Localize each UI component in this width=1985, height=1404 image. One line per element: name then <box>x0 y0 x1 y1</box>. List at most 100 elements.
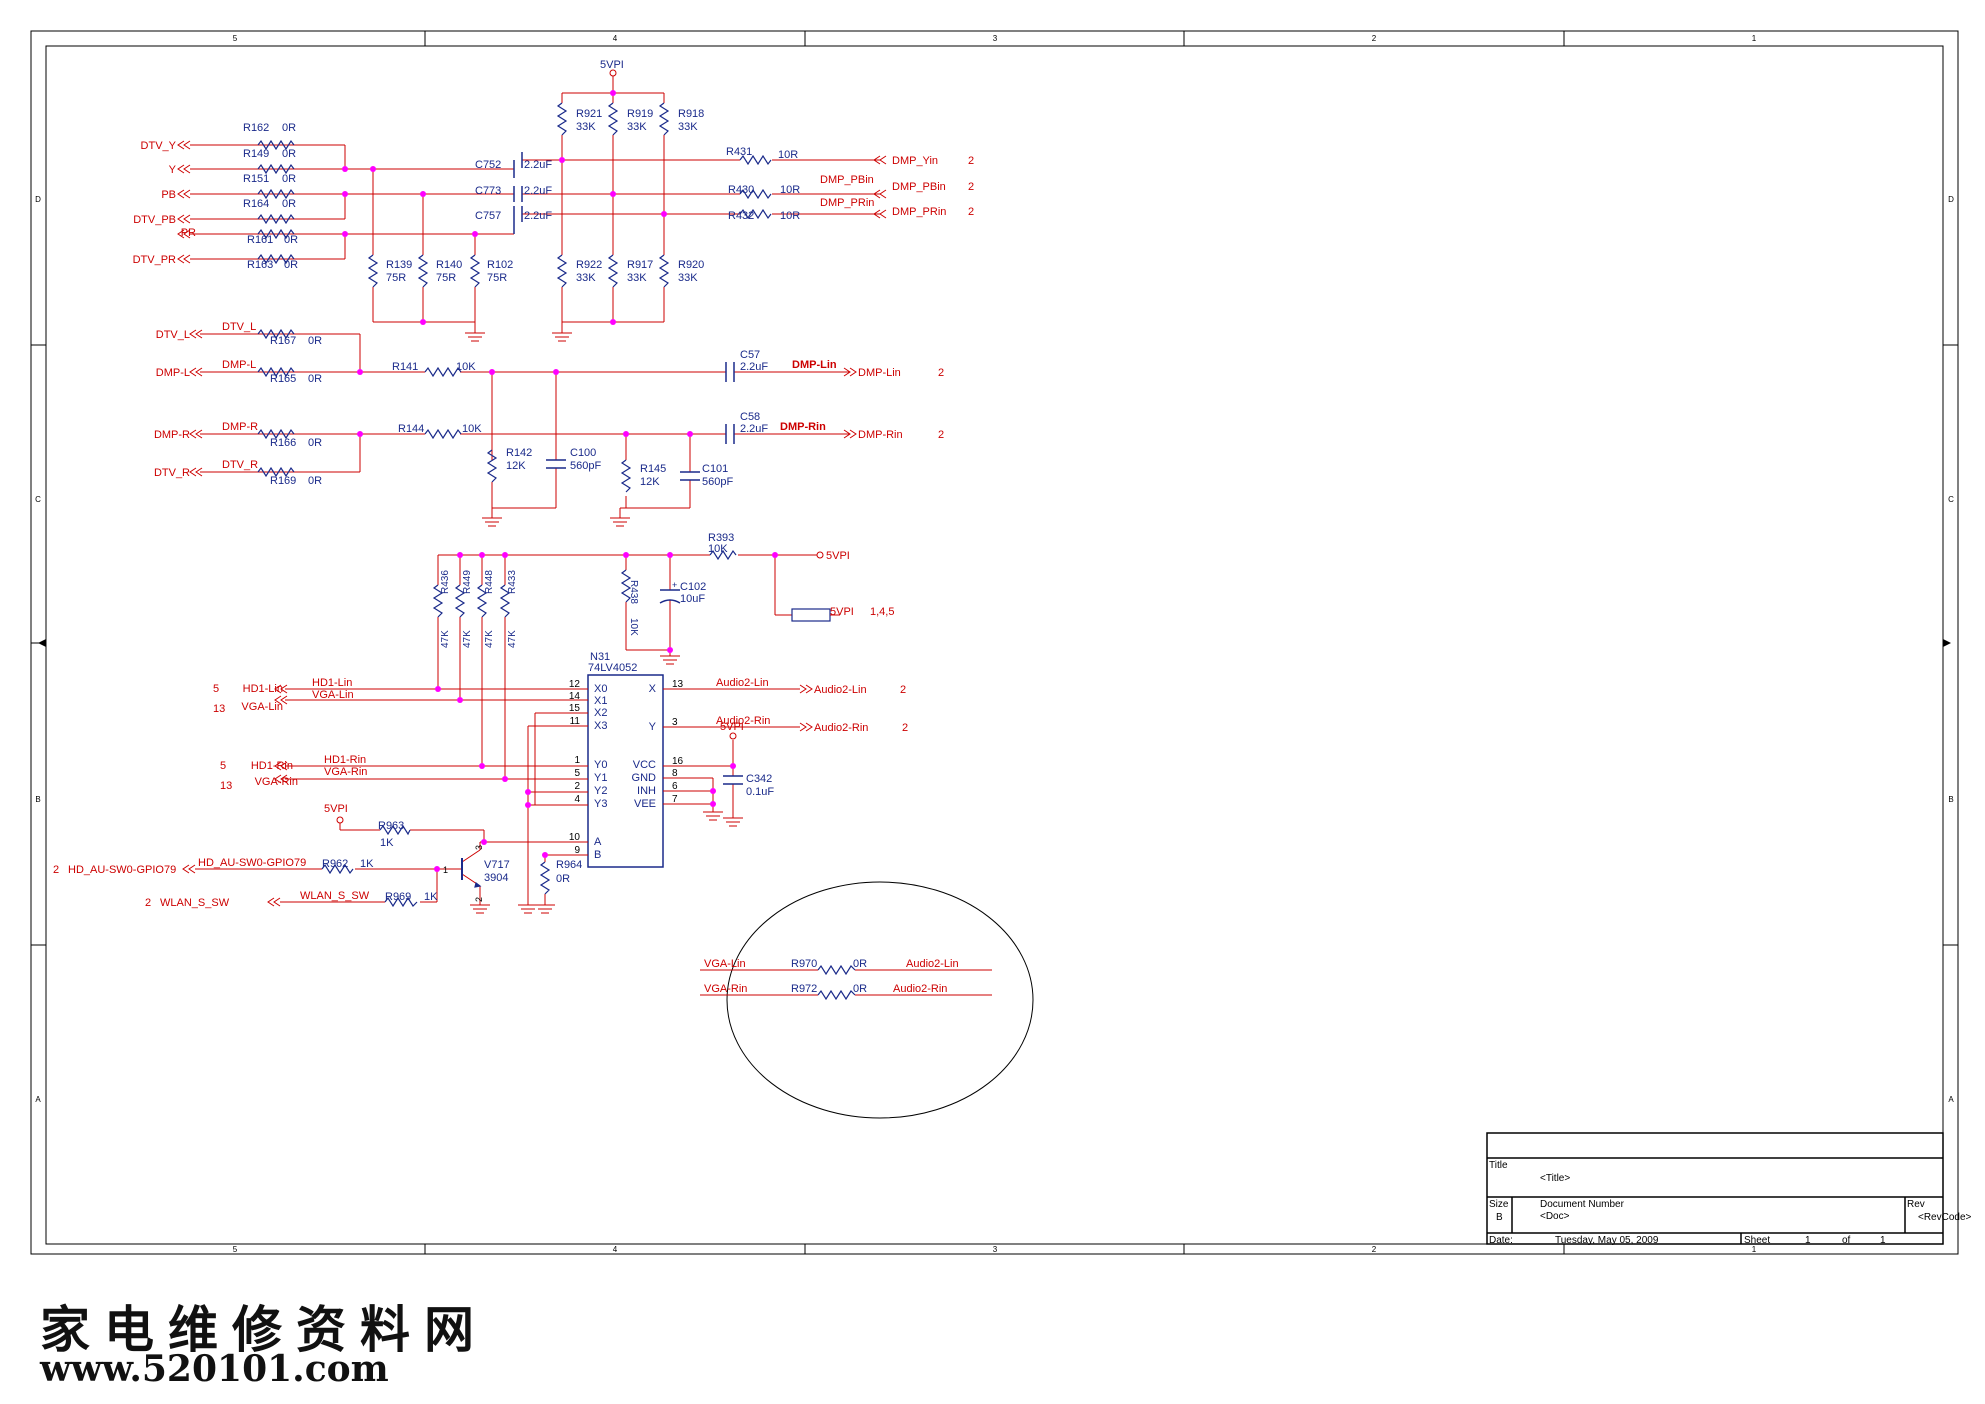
ref-designator: R962 <box>322 858 348 870</box>
of-value: 1 <box>1880 1235 1886 1246</box>
ground-icon <box>482 517 502 527</box>
ref-designator: R430 <box>728 184 754 196</box>
ref-designator: R431 <box>726 146 752 158</box>
net-label: HD_AU-SW0-GPIO79 <box>198 857 306 869</box>
pin-name: VEE <box>634 798 656 810</box>
part-value: 2.2uF <box>524 210 552 222</box>
port-arrow-icon <box>182 864 196 874</box>
resistor-symbol <box>486 449 498 483</box>
resistor-symbol <box>321 863 354 875</box>
port-label: HD_AU-SW0-GPIO79 <box>68 864 176 876</box>
port-label: HD1-Rin <box>251 760 293 772</box>
pin-number: 14 <box>569 691 581 702</box>
power-label: 5VPI <box>720 721 744 733</box>
sheet-frame <box>30 30 1959 1255</box>
resistor-symbol <box>499 584 511 618</box>
title-block: Title <Title> Size B Document Number <Do… <box>1486 1132 1972 1246</box>
junction-dot <box>457 697 463 703</box>
part-value: 0R <box>853 958 867 970</box>
row-label-left: C <box>35 495 41 504</box>
pin-name: X3 <box>594 720 607 732</box>
capacitor-plate <box>659 599 681 604</box>
col-label-bottom: 5 <box>233 1245 238 1254</box>
port-label: DMP-L <box>156 367 190 379</box>
junction-dot <box>479 763 485 769</box>
part-value: 0R <box>853 983 867 995</box>
resistor-symbol <box>620 569 632 603</box>
pin-name: X <box>649 683 657 695</box>
port-arrow-icon <box>177 189 191 199</box>
sheet-ref: 2 <box>968 181 974 193</box>
ref-designator: R140 <box>436 259 462 271</box>
ground-icon <box>610 517 630 527</box>
resistor-symbol <box>817 989 856 1001</box>
ref-designator: R142 <box>506 447 532 459</box>
part-value: 0R <box>308 335 322 347</box>
resistor-symbol <box>424 366 462 378</box>
ref-designator: V717 <box>484 859 510 871</box>
mux-ic-body <box>587 674 664 868</box>
col-label-top: 1 <box>1752 34 1757 43</box>
pin-number: 11 <box>570 716 581 727</box>
part-value: 0R <box>282 148 296 160</box>
resistor-symbol <box>417 254 429 288</box>
part-value: 33K <box>678 272 698 284</box>
resistor-symbol <box>791 608 831 622</box>
ref-designator: C57 <box>740 349 760 361</box>
port-label: DMP_Yin <box>892 155 938 167</box>
resistor-symbol <box>469 254 481 288</box>
resistor-symbol <box>454 584 466 618</box>
ref-designator: R102 <box>487 259 513 271</box>
of-label: of <box>1842 1235 1851 1246</box>
size-label: Size <box>1489 1199 1509 1210</box>
sheet-ref: 2 <box>968 206 974 218</box>
pin-number: 3 <box>474 845 484 850</box>
row-label-right: D <box>1948 195 1954 204</box>
part-value: 0.1uF <box>746 786 774 798</box>
port-label: PR <box>181 227 196 239</box>
resistor-symbol <box>384 896 418 908</box>
port-arrow-icon <box>799 684 813 694</box>
col-label-bottom: 2 <box>1372 1245 1377 1254</box>
junction-dot <box>502 776 508 782</box>
pin-name: X1 <box>594 695 607 707</box>
power-port-icon <box>729 732 737 740</box>
pin-name: GND <box>632 772 657 784</box>
resistor-symbol <box>432 584 444 618</box>
part-value: 33K <box>576 121 596 133</box>
net-label: DTV_L <box>222 321 256 333</box>
pin-number: 8 <box>672 768 678 779</box>
port-arrow-icon <box>189 367 203 377</box>
junction-dot <box>542 852 548 858</box>
part-value: 75R <box>436 272 456 284</box>
resistor-symbol <box>620 459 632 493</box>
resistor-symbol <box>556 102 568 136</box>
part-value: 1K <box>380 837 394 849</box>
net-label: WLAN_S_SW <box>300 890 370 902</box>
part-value: 1K <box>424 891 438 903</box>
part-value: 560pF <box>702 476 733 488</box>
ref-designator: R393 <box>708 532 734 544</box>
junction-dot <box>610 90 616 96</box>
date-label: Date: <box>1489 1235 1513 1246</box>
port-arrow-icon <box>177 140 191 150</box>
part-value: 1K <box>360 858 374 870</box>
port-label: PB <box>161 189 176 201</box>
pin-number: 15 <box>569 703 581 714</box>
row-label-right: A <box>1948 1095 1954 1104</box>
bias-section: R436 47K R449 47K R448 47K R433 47K R438… <box>432 532 894 779</box>
junction-dot <box>710 801 716 807</box>
port-label: DTV_Y <box>141 140 177 152</box>
port-arrow-icon <box>177 229 191 239</box>
pin-number: 1 <box>574 755 580 766</box>
sheet-ref: 2 <box>968 155 974 167</box>
power-port-icon <box>336 816 344 824</box>
col-label-bottom: 1 <box>1752 1245 1757 1254</box>
junction-dot <box>481 839 487 845</box>
resistor-symbol <box>257 253 295 265</box>
power-label: 5VPI <box>600 59 624 71</box>
junction-dot <box>525 789 531 795</box>
col-label-bottom: 3 <box>993 1245 998 1254</box>
part-value: 10uF <box>680 593 705 605</box>
port-arrow-icon <box>843 429 857 439</box>
